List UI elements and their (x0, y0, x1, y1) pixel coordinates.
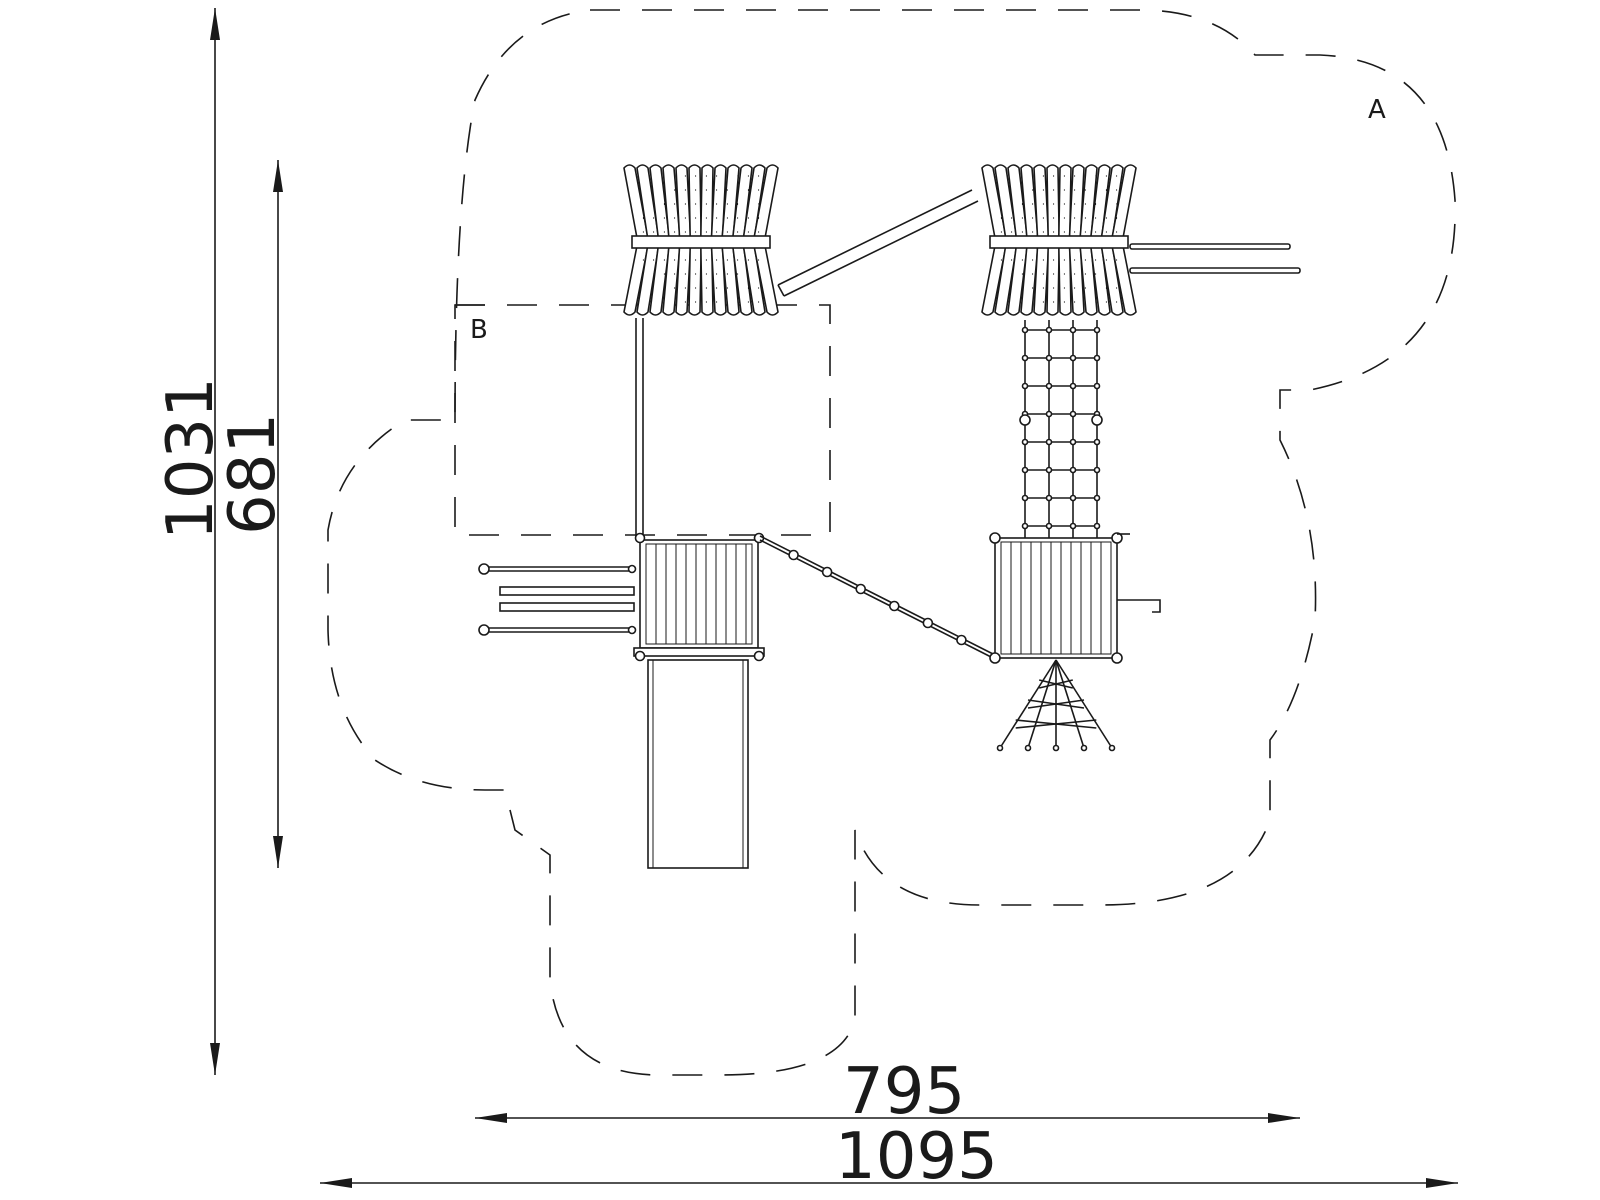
dimension-total-height-line (210, 8, 220, 1075)
rope-bridge (759, 535, 996, 660)
dimension-inner-width-label: 795 (843, 1055, 965, 1129)
dimension-total-height-label: 1031 (154, 377, 228, 540)
safety-zone-b-outline (454, 304, 831, 536)
climbing-net (1019, 320, 1103, 538)
slide (647, 659, 749, 869)
right-tower-platform (989, 532, 1161, 664)
roof-left-ridge (631, 235, 771, 249)
right-horizontal-bars (1129, 243, 1301, 274)
left-monkey-bars (478, 563, 637, 636)
dimension-inner-height-label: 681 (216, 413, 290, 535)
safety-zone-a-outline (327, 9, 1456, 1076)
dimension-total-width-label: 1095 (835, 1120, 998, 1194)
roof-right-ridge (989, 235, 1129, 249)
zone-b-label: B (470, 315, 488, 345)
left-tower-platform (633, 532, 765, 662)
roof-left (623, 164, 779, 316)
dimension-total-width-line (320, 1178, 1458, 1188)
dimension-inner-height-line (273, 160, 283, 868)
dimension-inner-width-line (475, 1113, 1300, 1123)
zone-a-label: A (1368, 95, 1386, 125)
upper-diagonal-bridge (777, 189, 979, 297)
left-vertical-post (635, 318, 644, 538)
net-pyramid (996, 659, 1116, 752)
